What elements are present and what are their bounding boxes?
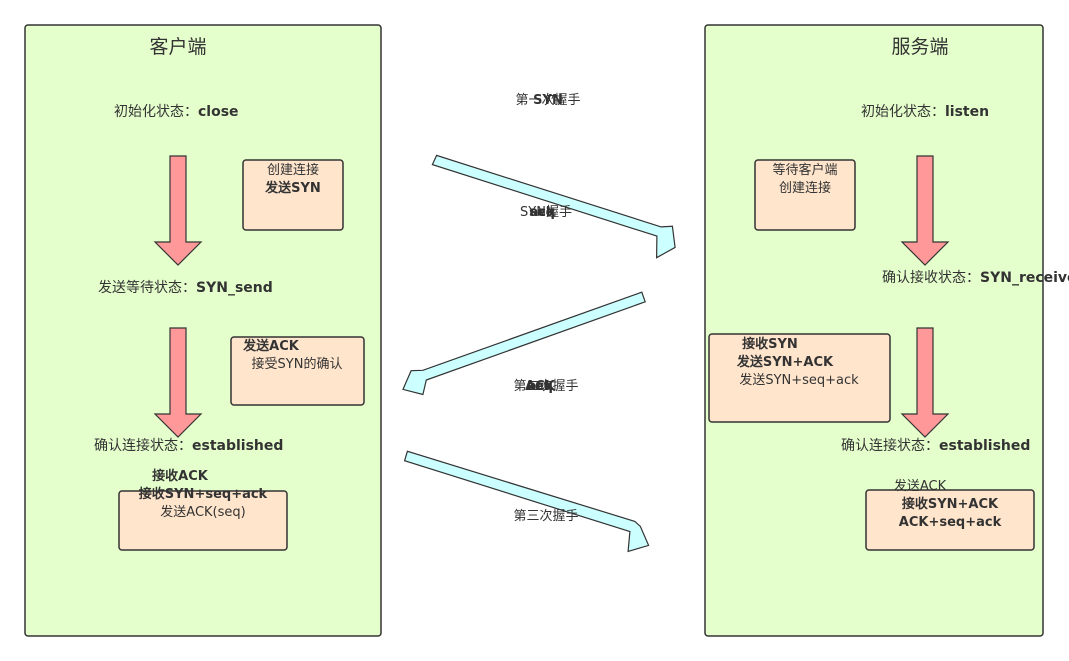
client-note-recv [118,490,288,551]
first-handshake-label: 第一次握手 [515,92,580,108]
server-note-send-ack-line-2: 接收SYN+ACK [902,496,999,512]
client-state-send: 发送等待状态：SYN_send [98,279,273,296]
second-ack-label: ACK [525,379,556,394]
second-seq-label: seq [527,379,553,394]
server-note-wait-line-2: 创建连接 [779,180,831,196]
client-note-recv-line-1: 接收ACK [152,468,209,484]
client-note-send-ack-line-1: 发送ACK [242,338,300,354]
server-down-arrow-1 [900,155,950,266]
client-note-recv-line-2: 接收SYN+seq+ack [139,486,268,502]
second-handshake-label: 第二次握手 [513,378,578,394]
client-note-send-ack [230,336,365,406]
first-syn-handshake-label: SYN握手 [520,205,572,220]
client-note-create-syn-line-2: 发送SYN [264,180,321,196]
server-title: 服务端 [891,36,948,58]
server-note-recv-syn [708,333,891,423]
first-ack-label: ack [529,205,554,220]
first-handshake-arrow [431,154,676,259]
client-note-recv-line-3: 发送ACK(seq) [160,504,245,520]
client-down-arrow-2 [153,327,203,438]
client-state-close: 初始化状态：close [114,103,239,120]
server-state-established: 确认连接状态：established [841,437,1030,454]
second-ack-2-label: ack [527,379,552,394]
second-handshake-arrow [402,291,646,396]
server-state-receive: 确认接收状态：SYN_receive [882,269,1069,286]
client-note-create-syn-line-1: 创建连接 [267,162,319,178]
client-note-create-syn [242,159,344,231]
first-handshake-syn-label: SYN [533,93,563,108]
server-note-send-ack-line-1: 发送ACK [894,478,947,494]
server-down-arrow-2 [900,327,950,438]
server-note-wait [754,159,856,231]
server-note-recv-syn-line-3: 发送SYN+seq+ack [739,372,859,388]
server-state-listen: 初始化状态：listen [861,103,989,120]
third-handshake-arrow [403,450,650,553]
server-note-send-ack [865,489,1035,551]
third-handshake-label: 第三次握手 [513,508,578,524]
server-note-recv-syn-line-1: 接收SYN [742,336,798,352]
server-note-send-ack-line-3: ACK+seq+ack [899,515,1002,530]
server-note-wait-line-1: 等待客户端 [772,162,837,178]
client-title: 客户端 [149,36,206,58]
client-down-arrow-1 [153,155,203,266]
first-seq-label: seq [529,205,555,220]
client-state-established: 确认连接状态：established [94,437,283,454]
client-note-send-ack-line-2: 接受SYN的确认 [252,356,343,372]
server-note-recv-syn-line-2: 发送SYN+ACK [736,354,834,370]
